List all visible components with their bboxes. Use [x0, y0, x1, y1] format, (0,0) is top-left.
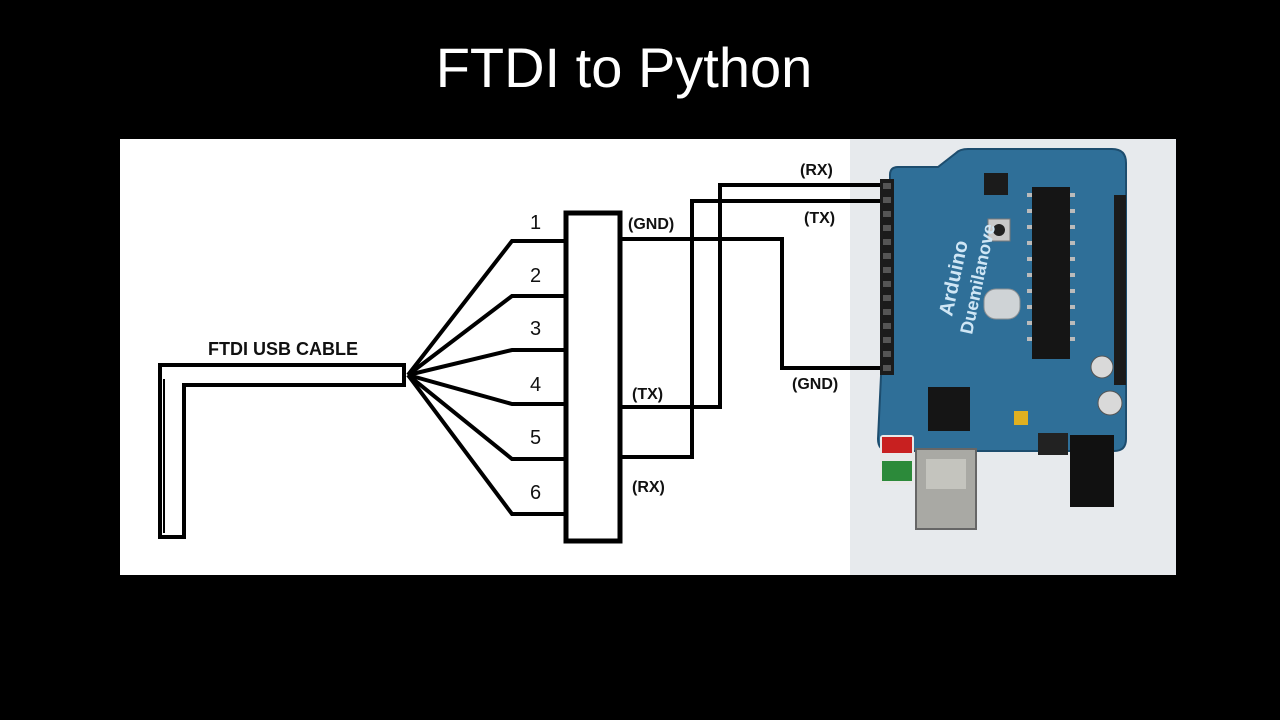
connector-gnd-label: (GND)	[628, 216, 674, 233]
connector-rx-label: (RX)	[632, 479, 665, 496]
pin-number-6: 6	[530, 482, 541, 504]
fanout-wires	[406, 239, 566, 516]
cable-label: FTDI USB CABLE	[208, 339, 358, 359]
pin-number-5: 5	[530, 427, 541, 449]
pin-number-2: 2	[530, 265, 541, 287]
board-rx-label: (RX)	[800, 162, 833, 179]
connector-tx-label: (TX)	[632, 386, 663, 403]
board-gnd-label: (GND)	[792, 376, 838, 393]
pin-number-1: 1	[530, 212, 541, 234]
ftdi-arduino-diagram: FTDI USB CABLE 1 2 3 4 5 6 (GND) (TX) (R…	[120, 139, 1176, 575]
board-tx-label: (TX)	[804, 210, 835, 227]
pin-number-4: 4	[530, 374, 541, 396]
arduino-board: Arduino Duemilanove	[876, 148, 1127, 530]
ftdi-connector	[563, 210, 623, 544]
signal-wires	[620, 183, 888, 459]
usb-cable-body	[158, 363, 406, 539]
pin-number-3: 3	[530, 318, 541, 340]
slide-title: FTDI to Python	[435, 36, 813, 99]
